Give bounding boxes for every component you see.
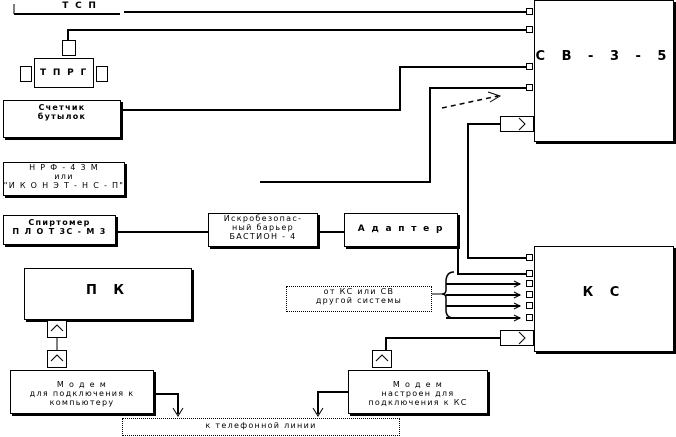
tprg-flange-left xyxy=(20,66,32,82)
modem-right-connector xyxy=(372,350,392,368)
ks-port-2 xyxy=(526,270,533,277)
sv-interface-connector xyxy=(500,116,534,132)
tprg-label: Т П Р Г xyxy=(39,68,88,78)
sv-controller-box xyxy=(534,0,674,142)
ks-port-4 xyxy=(526,291,533,298)
dashed-arrow-head xyxy=(487,91,502,103)
pc-connector xyxy=(47,320,67,338)
ks-interface-connector xyxy=(500,330,534,346)
modem-left-connector xyxy=(47,350,67,368)
pc-box xyxy=(24,268,192,320)
dashed-arrow-line xyxy=(441,95,499,109)
right-modem-phone-line xyxy=(317,391,348,414)
ks-port-1 xyxy=(526,254,533,261)
adapter-label: А д а п т е р xyxy=(357,224,445,234)
counter-to-sv-line xyxy=(122,66,526,111)
modem-right-label: М о д е м настроен для подключения к КС xyxy=(368,380,468,408)
modem-left-box xyxy=(10,370,154,414)
phone-line-label: к телефонной линии xyxy=(205,421,317,430)
other-system-box xyxy=(286,286,432,312)
tsp-label: Т С П xyxy=(62,1,98,11)
pc-label: П К xyxy=(85,283,131,298)
left-modem-phone-line xyxy=(154,393,179,414)
ks-port-6 xyxy=(526,314,533,321)
sv-port-1 xyxy=(526,8,533,15)
adapter-box xyxy=(344,213,458,247)
sv-port-2 xyxy=(526,26,533,33)
brace-shape xyxy=(441,271,455,319)
modem-right-box xyxy=(348,370,488,414)
modem-right-to-ks-line xyxy=(385,337,500,350)
nrf-label: Н Р Ф - 4 3 М или "И К О Н Э Т - Н С - П… xyxy=(3,163,125,191)
barrier-label: Искробезопас- ный барьер БАСТИОН - 4 xyxy=(223,214,303,242)
other-system-label: от КС или СВ другой системы xyxy=(315,287,403,306)
ks-port-5 xyxy=(526,302,533,309)
ks-label: К С xyxy=(582,285,626,300)
nrf-to-sv-line xyxy=(260,87,526,183)
tprg-to-sv-line xyxy=(67,29,526,40)
spirtomer-box xyxy=(3,215,116,245)
tprg-body xyxy=(34,58,94,88)
ks-controller-box xyxy=(534,246,674,352)
sv-port-3 xyxy=(526,63,533,70)
phone-line-box xyxy=(122,418,400,436)
modem-left-label: М о д е м для подключения к компьютеру xyxy=(29,380,135,408)
barrier-box xyxy=(208,213,318,247)
sv-label: С В - 3 - 5 xyxy=(535,49,673,64)
ks-port-3 xyxy=(526,280,533,287)
sv-port-4 xyxy=(526,84,533,91)
tprg-flange-right xyxy=(96,66,108,82)
spirtomer-label: Спиртомер П Л О Т 3С - М 3 xyxy=(12,218,107,237)
counter-label: Счетчик бутылок xyxy=(37,103,87,122)
nrf-box xyxy=(3,162,125,196)
tprg-sensor-head xyxy=(62,40,76,56)
sv-to-ks-line xyxy=(467,123,526,259)
counter-box xyxy=(3,100,121,138)
adapter-to-ks-line xyxy=(457,232,526,275)
